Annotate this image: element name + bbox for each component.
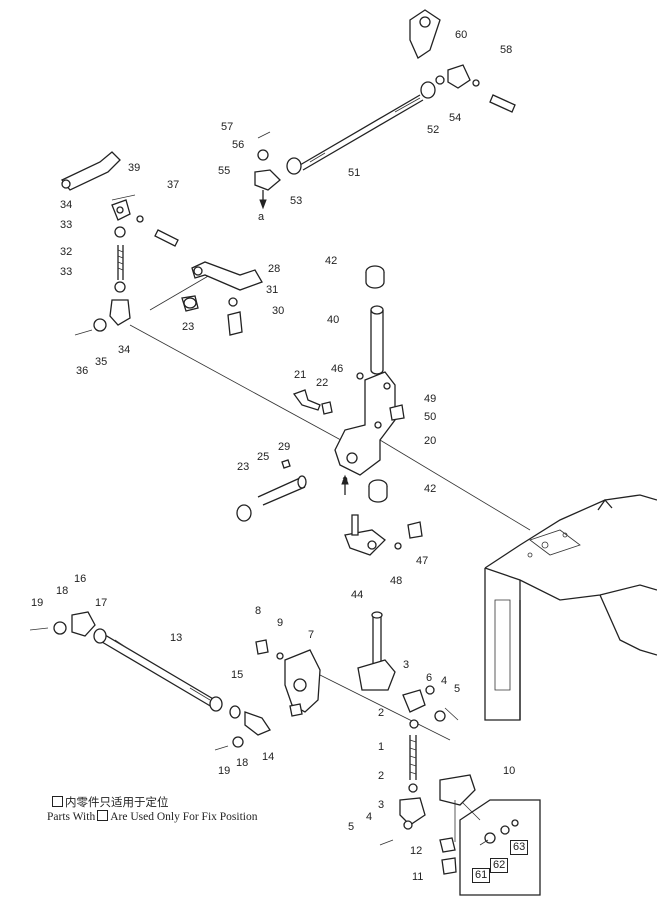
callout-46: 46 (331, 363, 344, 375)
box-symbol (97, 810, 109, 821)
callout-34-top: 34 (60, 199, 73, 211)
pipe-25-assembly (183, 297, 307, 522)
callout-22: 22 (316, 377, 329, 389)
callout-51: 51 (348, 167, 361, 179)
callout-44: 44 (351, 589, 364, 601)
callout-25: 25 (257, 451, 270, 463)
callout-13: 13 (170, 632, 183, 644)
callout-31: 31 (266, 284, 279, 296)
callout-53: 53 (290, 195, 303, 207)
callout-16: 16 (74, 573, 87, 585)
callout-42-bottom: 42 (424, 483, 437, 495)
callout-3-bottom: 3 (378, 799, 385, 811)
callout-42-top: 42 (325, 255, 338, 267)
bracket-20-assembly (292, 265, 405, 503)
note-en-prefix: Parts With (47, 811, 96, 823)
callout-23-bottom: 23 (237, 461, 250, 473)
callout-9: 9 (277, 617, 284, 629)
box-symbol (52, 796, 63, 807)
callout-55: 55 (218, 165, 231, 177)
fix-position-inset (459, 799, 541, 896)
machine-frame (484, 494, 657, 721)
callout-11: 11 (412, 871, 424, 883)
callout-4-bottom: 4 (366, 811, 373, 823)
fix-position-note-en: Parts With Are Used Only For Fix Position (47, 810, 257, 824)
callout-35: 35 (95, 356, 108, 368)
callout-56: 56 (232, 139, 245, 151)
arrow-marker-a-mid: a (342, 474, 349, 486)
leader-lines (111, 194, 531, 821)
arm-assembly-right (357, 611, 476, 875)
plate-7-assembly (255, 639, 321, 717)
callout-6: 6 (426, 672, 433, 684)
callout-29: 29 (278, 441, 291, 453)
callout-36: 36 (76, 365, 89, 377)
callout-3-top: 3 (403, 659, 410, 671)
callout-33-top: 33 (60, 219, 73, 231)
callout-57: 57 (221, 121, 234, 133)
callout-54: 54 (449, 112, 462, 124)
callout-52: 52 (427, 124, 440, 136)
callout-18-top: 18 (56, 585, 69, 597)
callout-19-top: 19 (31, 597, 44, 609)
callout-60: 60 (455, 29, 468, 41)
lever-44-assembly (344, 514, 423, 556)
callout-39: 39 (128, 162, 141, 174)
callout-17: 17 (95, 597, 108, 609)
callout-20: 20 (424, 435, 437, 447)
callout-23-top: 23 (182, 321, 195, 333)
callout-14: 14 (262, 751, 275, 763)
callout-15: 15 (231, 669, 244, 681)
callout-21: 21 (294, 369, 307, 381)
callout-19-bottom: 19 (218, 765, 231, 777)
callout-5-top: 5 (454, 683, 461, 695)
callout-12: 12 (410, 845, 423, 857)
callout-8: 8 (255, 605, 262, 617)
callout-7: 7 (308, 629, 315, 641)
rod-51-assembly (254, 9, 516, 210)
callout-50: 50 (424, 411, 437, 423)
note-cn-text: 内零件只适用于定位 (65, 797, 169, 809)
callout-49: 49 (424, 393, 437, 405)
callout-4-top: 4 (441, 675, 448, 687)
left-linkage-assembly (60, 151, 179, 336)
rod-13-assembly (29, 611, 271, 751)
callout-32: 32 (60, 246, 73, 258)
callout-28: 28 (268, 263, 281, 275)
callout-33-bottom: 33 (60, 266, 73, 278)
callout-2-top: 2 (378, 707, 385, 719)
arrow-marker-a-top: a (258, 211, 265, 223)
callout-5-bottom: 5 (348, 821, 355, 833)
note-en-suffix: Are Used Only For Fix Position (110, 811, 258, 823)
fix-position-note-cn: 内零件只适用于定位 (50, 796, 169, 810)
callout-1: 1 (378, 741, 385, 753)
callout-10: 10 (503, 765, 516, 777)
callout-62-boxed: 62 (490, 858, 509, 873)
callout-48: 48 (390, 575, 403, 587)
callout-37: 37 (167, 179, 180, 191)
callout-18-bottom: 18 (236, 757, 249, 769)
callout-40: 40 (327, 314, 340, 326)
callout-47: 47 (416, 555, 429, 567)
callout-58: 58 (500, 44, 513, 56)
callout-34-bottom: 34 (118, 344, 131, 356)
callout-61-boxed: 61 (472, 868, 491, 883)
callout-63-boxed: 63 (510, 840, 529, 855)
callout-30: 30 (272, 305, 285, 317)
callout-2-bottom: 2 (378, 770, 385, 782)
